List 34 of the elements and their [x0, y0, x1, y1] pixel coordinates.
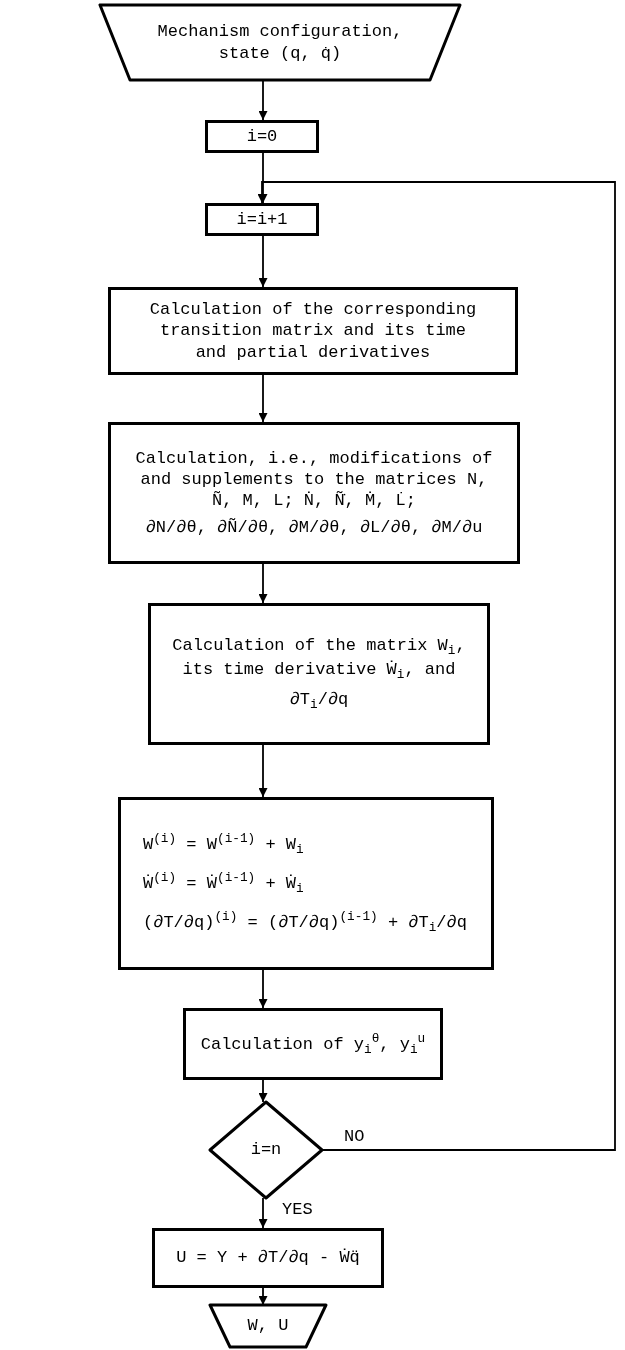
process-box: [148, 603, 490, 745]
equation: W$^{(i)}$ = W$^{(i-1)}$ + W$_{i}$: [143, 831, 304, 858]
process-box: [152, 1228, 384, 1288]
arrow: [258, 374, 268, 423]
process-box: [205, 120, 319, 153]
node-text: U = Y + ∂T/∂q - Ẇq̈: [176, 1247, 360, 1269]
arrow: [258, 1197, 268, 1229]
input-shape: [100, 5, 460, 80]
node-text: i=i+1: [236, 208, 288, 231]
process-box: [205, 203, 319, 236]
arrow: [258, 1287, 268, 1306]
arrow: [258, 563, 268, 604]
process-box: [183, 1008, 443, 1080]
node-text: Calculation of the matrix W$_{i}$, its time derivative Ẇ$_{i}$, and: [171, 634, 467, 684]
node-text: Calculation, i.e., modifications of and supplements to the matrices N, Ñ, M, L; Ṅ, Ñ̇, Ṁ, L̇;: [134, 447, 494, 512]
decision-diamond: [210, 1102, 322, 1198]
arrow: [258, 1079, 268, 1103]
process-box: [118, 797, 494, 970]
equation: Ẇ$^{(i)}$ = Ẇ$^{(i-1)}$ + Ẇ$_{i}$: [143, 870, 304, 897]
formula-text: ∂T$_{i}$/∂q: [289, 689, 349, 714]
node-text: i=0: [246, 125, 278, 148]
arrow: [258, 969, 268, 1009]
arrow: [258, 744, 268, 798]
formula-text: ∂N/∂θ, ∂Ñ/∂θ, ∂M/∂θ, ∂L/∂θ, ∂M/∂u: [145, 517, 483, 539]
output-shape: [210, 1305, 326, 1347]
equation: (∂T/∂q)$^{(i)}$ = (∂T/∂q)$^{(i-1)}$ + ∂T$_{i}$/∂q: [143, 909, 467, 936]
node-text: i=n: [250, 1139, 282, 1161]
arrow: [258, 235, 268, 288]
process-box: [108, 422, 520, 564]
node-text: W, U: [247, 1315, 289, 1337]
process-box: [108, 287, 518, 375]
node-text: Calculation of the corresponding transition matrix and its time and partial derivatives: [148, 299, 478, 363]
arrow: [257, 181, 616, 1151]
node-text: Mechanism configuration, state (q, q̇): [156, 21, 404, 64]
